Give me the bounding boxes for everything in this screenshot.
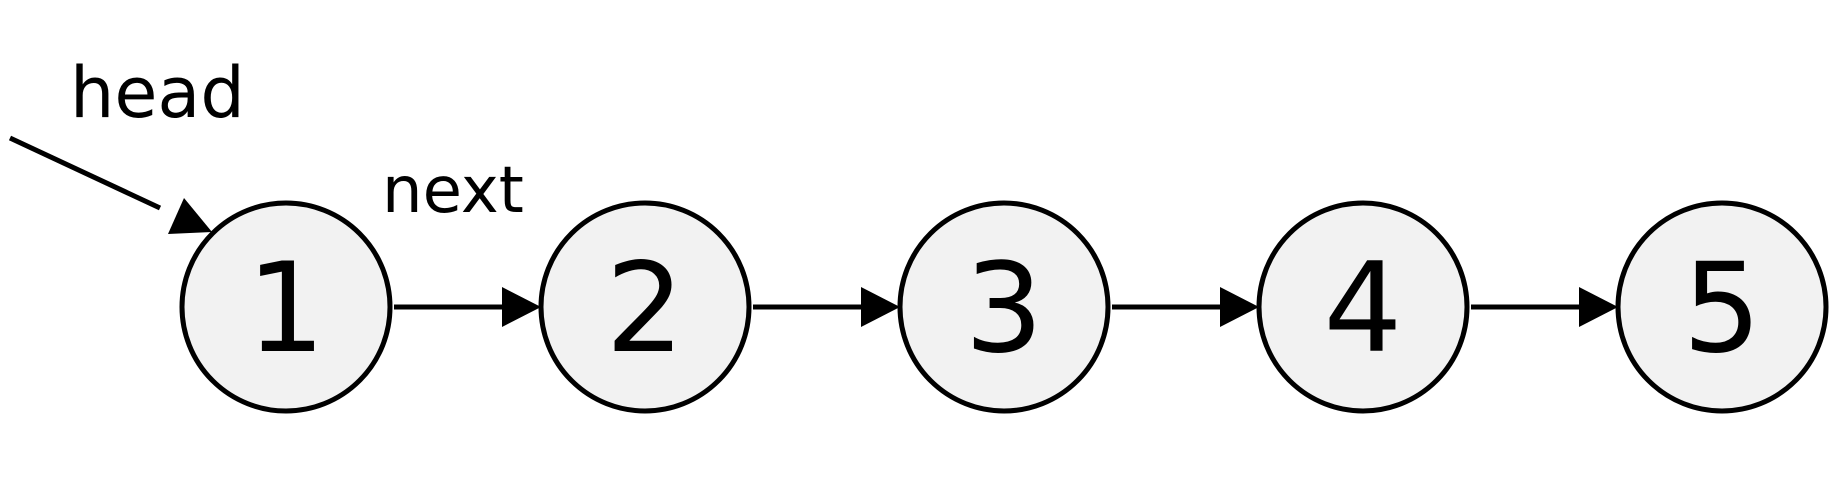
head-label: head bbox=[70, 52, 245, 134]
head-pointer bbox=[8, 135, 212, 234]
node-circle bbox=[538, 200, 752, 414]
node-value: 5 bbox=[1683, 237, 1762, 381]
edge-arrowhead bbox=[502, 287, 541, 327]
head-pointer-line bbox=[8, 135, 162, 211]
edge-arrowhead bbox=[1220, 287, 1259, 327]
node-value: 2 bbox=[606, 237, 685, 381]
node-3: 3 bbox=[897, 200, 1111, 414]
edge-arrowhead bbox=[861, 287, 900, 327]
node-circle bbox=[1615, 200, 1829, 414]
node-4: 4 bbox=[1256, 200, 1470, 414]
node-circle bbox=[179, 200, 393, 414]
edge-1-2 bbox=[394, 287, 541, 327]
head-pointer-arrowhead bbox=[168, 198, 212, 234]
edge-arrowhead bbox=[1579, 287, 1618, 327]
next-label: next bbox=[382, 154, 524, 228]
edge-3-4 bbox=[1112, 287, 1259, 327]
node-circle bbox=[1256, 200, 1470, 414]
edge-4-5 bbox=[1471, 287, 1618, 327]
node-1: 1 bbox=[179, 200, 393, 414]
edge-2-3 bbox=[753, 287, 900, 327]
node-value: 3 bbox=[965, 237, 1044, 381]
node-value: 4 bbox=[1324, 237, 1403, 381]
node-value: 1 bbox=[247, 237, 326, 381]
node-circle bbox=[897, 200, 1111, 414]
node-5: 5 bbox=[1615, 200, 1829, 414]
node-2: 2 bbox=[538, 200, 752, 414]
